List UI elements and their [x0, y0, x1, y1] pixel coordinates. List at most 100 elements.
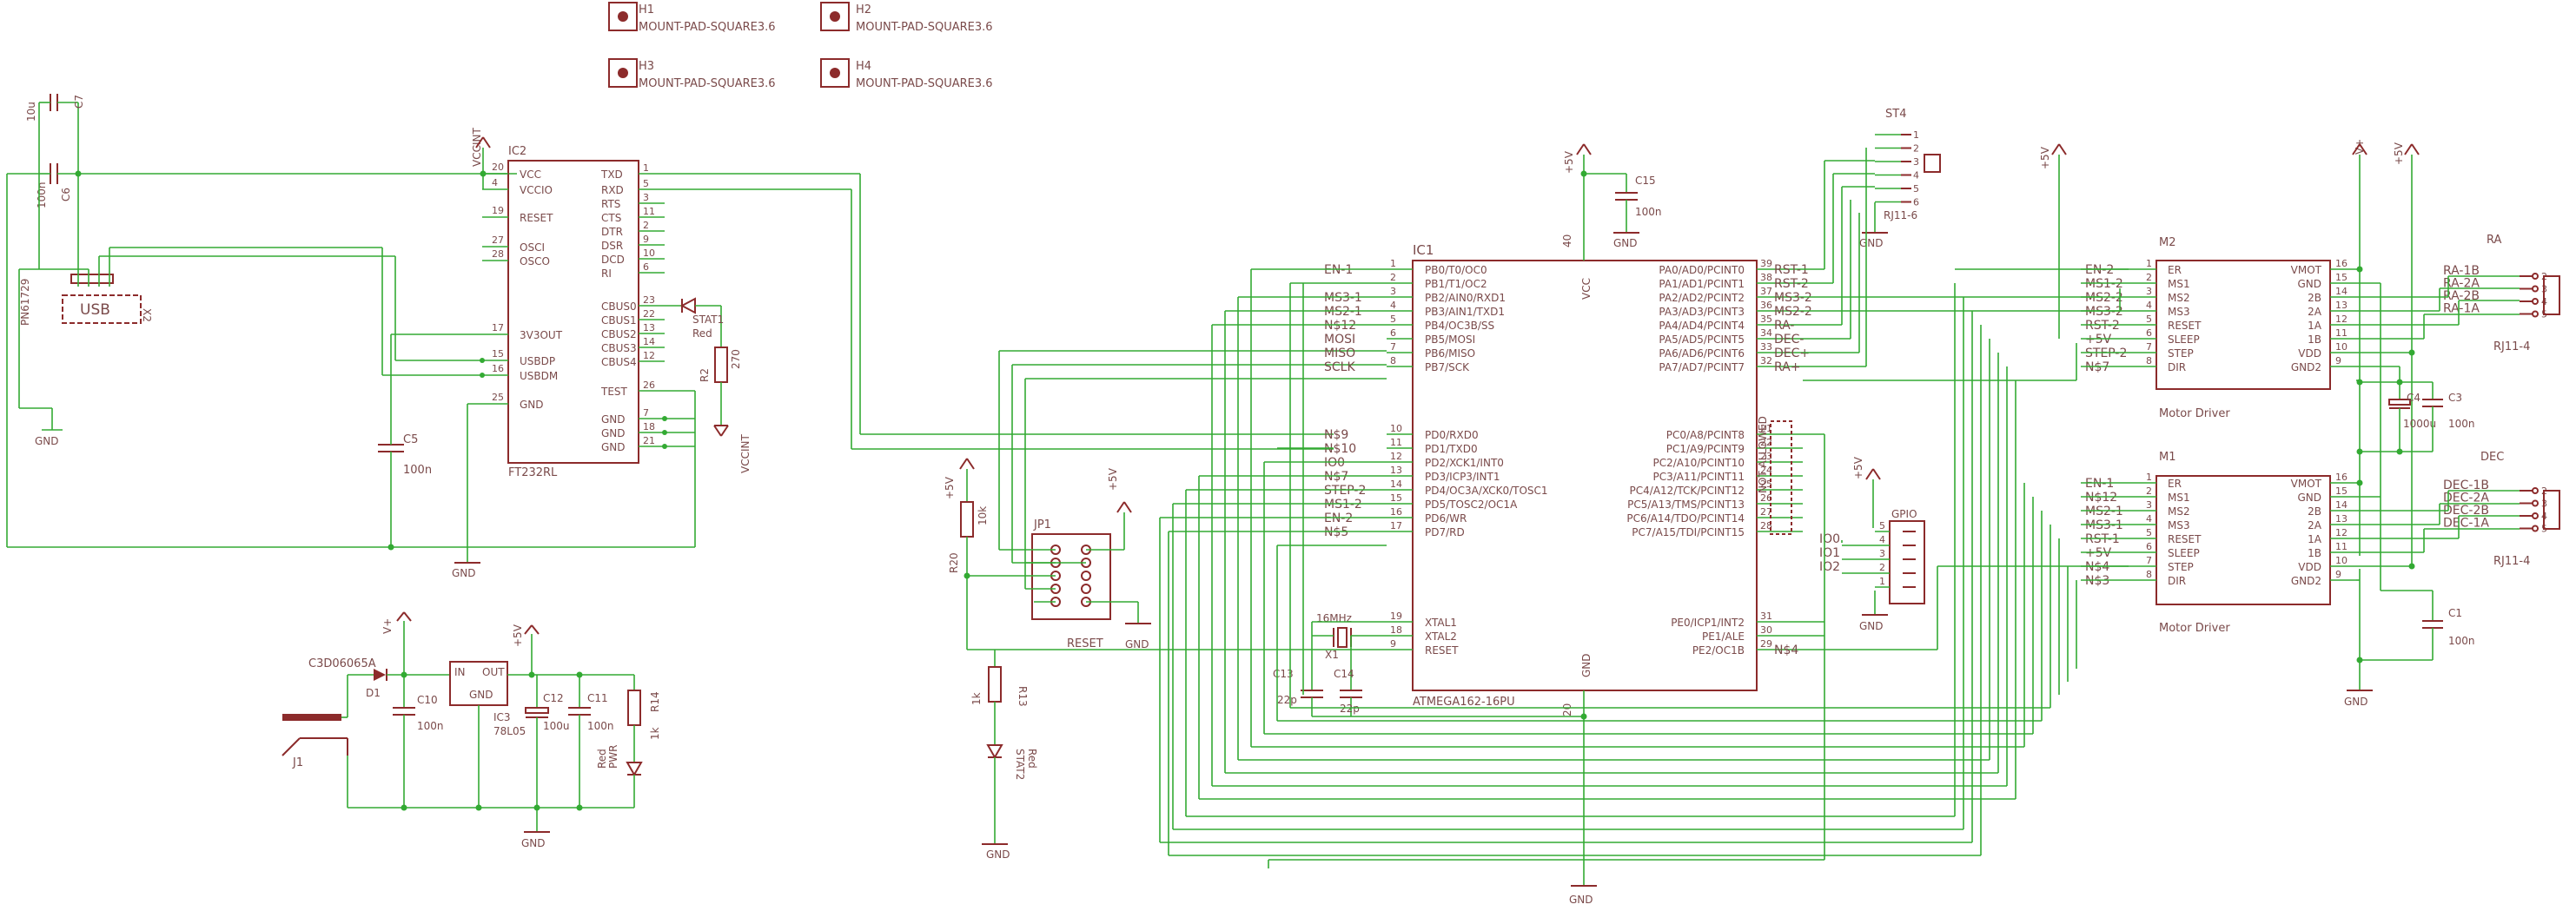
ic1-pin-name: XTAL2 [1425, 630, 1457, 643]
motor-pin-name: MS2 [2168, 292, 2190, 304]
c6-value: 100n [36, 182, 48, 208]
ic1-net-label: MS1-2 [1324, 498, 1362, 512]
ic1-pin-num: 31 [1760, 611, 1772, 622]
ic2-pin-osco: OSCO [520, 255, 550, 267]
ic1-pin-num: 37 [1760, 286, 1772, 297]
ic1-net-label: N$4 [1774, 644, 1798, 657]
ic1-pin-num: 19 [1390, 611, 1402, 622]
ic2-pin-num: 22 [643, 308, 655, 320]
ic2-pin-usbdp: USBDP [520, 355, 555, 367]
st4-jack-icon [1924, 154, 1941, 173]
motor-pin-num: 3 [2146, 286, 2152, 297]
motor-pin-name: RESET [2168, 533, 2202, 545]
ic1-pin-num: 1 [1390, 258, 1396, 269]
ic2-pin-num: 23 [643, 294, 655, 306]
st4-gnd: GND [1859, 237, 1884, 249]
connector-net-label: RA-2A [2443, 277, 2480, 291]
usb-gnd-label: GND [35, 435, 59, 447]
ic1-pin-num: 7 [1390, 341, 1396, 353]
ic2-pin-num: 5 [643, 178, 649, 189]
h2-value: MOUNT-PAD-SQUARE3.6 [856, 21, 993, 34]
jp1-ref: JP1 [1033, 518, 1051, 531]
h1-ref: H1 [639, 3, 654, 17]
c6-ref: C6 [60, 188, 72, 201]
ic2-pin-gnd: GND [601, 413, 626, 426]
c5-ref: C5 [403, 433, 418, 446]
motor-net-label: MS1-2 [2085, 277, 2123, 291]
gpio-net-label: IO1 [1819, 546, 1840, 560]
ic1-pin-num: 2 [1390, 272, 1396, 283]
isp-gnd: GND [1125, 638, 1149, 650]
motor-pin-num: 7 [2146, 341, 2152, 353]
ic1-pin-num: 39 [1760, 258, 1772, 269]
motor-net-label: MS2-1 [2085, 505, 2123, 518]
motor-net-label: MS3-2 [2085, 305, 2123, 319]
r14-ref: R14 [649, 691, 661, 712]
ic1-gnd: GND [1580, 653, 1593, 677]
ic1-pin-name: PB1/T1/OC2 [1425, 278, 1487, 290]
ic2-pin-cbus1: CBUS1 [601, 314, 637, 327]
ic1-pin-num: 11 [1390, 437, 1402, 448]
ic1-net-label: N$9 [1324, 428, 1348, 442]
isp-reset: RESET [1067, 637, 1103, 650]
gpio-pin-num: 2 [1879, 562, 1885, 573]
ic1-net-label: MS2-1 [1324, 305, 1362, 319]
motor-net-label: EN-1 [2085, 477, 2114, 491]
r13-value: 1k [970, 692, 983, 705]
ic2-pin-osci: OSCI [520, 241, 545, 254]
ic2-pin-cbus2: CBUS2 [601, 328, 637, 340]
usb-label: USB [80, 301, 110, 319]
ic1-pin-name: PD6/WR [1425, 512, 1467, 525]
motor-pin-num: 4 [2146, 300, 2152, 311]
ic2-pin-num: 6 [643, 261, 649, 273]
c12-ref: C12 [543, 692, 564, 704]
ic1-not-allowed: NOT ALLOWED [1757, 416, 1769, 493]
connector-net-label: DEC-1B [2443, 479, 2489, 492]
motor-net-label: N$7 [2085, 360, 2109, 374]
st4-pin-num: 6 [1913, 197, 1919, 208]
motor-pin-num: 1 [2146, 258, 2152, 269]
ic1-pin-num: 8 [1390, 355, 1396, 366]
ic2-pin-cbus4: CBUS4 [601, 356, 637, 368]
d1-part: C3D06065A [308, 657, 376, 670]
ic3-gnd: GND [469, 689, 493, 701]
ic2-pin-test: TEST [600, 386, 628, 398]
ic2-part: FT232RL [508, 466, 558, 479]
ic1-pin-name: PB0/T0/OC0 [1425, 264, 1487, 276]
r20-value: 10k [977, 506, 989, 525]
ic1-pin-name: PA4/AD4/PCINT4 [1659, 320, 1745, 332]
ic2-pin-rts: RTS [601, 198, 620, 210]
motor-pin-name: DIR [2168, 361, 2186, 373]
c4-cap-icon [2388, 399, 2411, 406]
motor-pin-num: 6 [2146, 541, 2152, 552]
r2-resistor-icon [714, 347, 728, 383]
motor-pin-name: SLEEP [2168, 547, 2200, 559]
st4-pin-num: 5 [1913, 183, 1919, 195]
ic1-pin-num: 27 [1760, 506, 1772, 518]
ic2-pin-rxd: RXD [601, 184, 624, 196]
r20-resistor-icon [960, 501, 974, 538]
r2-value: 270 [730, 349, 742, 369]
ic1-pin-name: PB2/AIN0/RXD1 [1425, 292, 1506, 304]
ic1-pin-num: 26 [1760, 492, 1772, 504]
usb-section: 10u C7 100n C6 USB X2 PN61729 GND [6, 94, 695, 548]
mount-pads: H1 MOUNT-PAD-SQUARE3.6 H2 MOUNT-PAD-SQUA… [608, 2, 993, 90]
ic1-net-label: EN-2 [1324, 512, 1353, 525]
ic2-pin-num: 1 [643, 162, 649, 174]
stat1-color: Red [692, 327, 712, 340]
ic2-pin-usbdm: USBDM [520, 370, 558, 382]
stat2-gnd: GND [986, 848, 1010, 861]
ic1-pin-num: 13 [1390, 465, 1402, 476]
h1-value: MOUNT-PAD-SQUARE3.6 [639, 21, 776, 34]
motor-net-label: N$12 [2085, 491, 2117, 505]
ic2-pin-gnd: GND [520, 399, 544, 411]
ic1-pin-name: PC6/A14/TDO/PCINT14 [1626, 512, 1745, 525]
usb-pins-icon [70, 274, 114, 284]
ic1-net-label: RST-1 [1774, 263, 1809, 277]
c15-ref: C15 [1635, 175, 1656, 187]
c13-value: 22p [1277, 694, 1297, 706]
j1-ref: J1 [292, 756, 303, 769]
motor-pin-num: 13 [2335, 513, 2348, 525]
